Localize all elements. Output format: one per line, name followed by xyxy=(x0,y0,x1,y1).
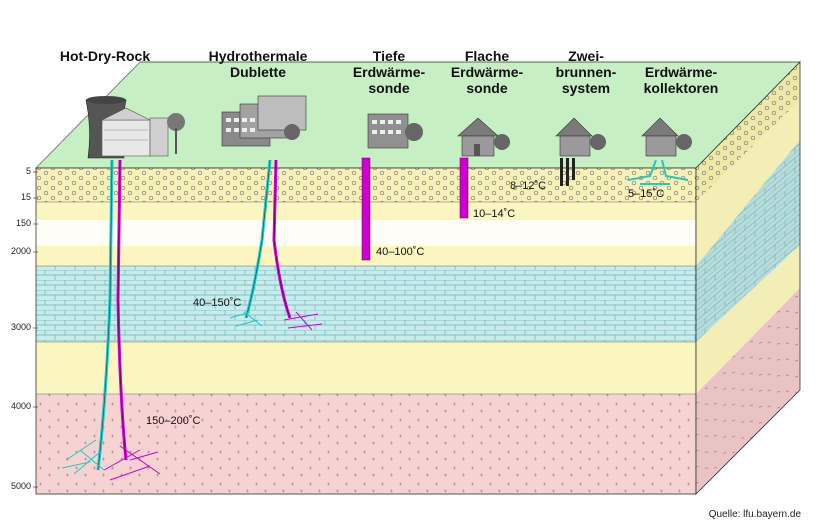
layer-granite xyxy=(36,394,696,494)
depth-label-150: 150 xyxy=(15,218,31,228)
depth-label-4000: 4000 xyxy=(10,401,31,411)
hot-dry-rock-plant xyxy=(61,96,185,481)
temp-flache-sonde: 10–14˚C xyxy=(473,208,516,220)
temp-dublette: 40–150˚C xyxy=(193,297,242,309)
temp-hot-dry-rock: 150–200˚C xyxy=(146,415,201,427)
depth-label-5: 5 xyxy=(25,166,31,176)
source-credit: Quelle: lfu.bayern.de xyxy=(708,509,801,520)
heading-hot-dry-rock: Hot-Dry-Rock xyxy=(59,48,151,64)
shallow-probe-pipe xyxy=(459,157,469,219)
depth-label-2000: 2000 xyxy=(10,246,31,256)
depth-ticks xyxy=(33,171,38,488)
heading-zweibrunnensystem: Zwei- brunnen- system xyxy=(555,48,617,96)
temp-zweibrunnen: 8–12˚C xyxy=(510,180,547,192)
two-well-system xyxy=(555,117,606,186)
depth-label-5000: 5000 xyxy=(10,481,31,491)
side-face xyxy=(695,61,801,495)
temp-tiefe-sonde: 40–100˚C xyxy=(376,246,425,258)
heading-erdwaermekollektoren: Erdwärme- kollektoren xyxy=(643,64,719,96)
layer-limestone xyxy=(36,266,696,342)
heading-tiefe-erdwaermesonde: Tiefe Erdwärme- sonde xyxy=(352,48,426,96)
deep-probe-pipe xyxy=(361,157,371,261)
layer-sand-lower xyxy=(36,342,696,394)
hydrothermal-doublet xyxy=(221,95,323,331)
depth-label-3000: 3000 xyxy=(10,322,31,332)
deep-borehole-heat-exchanger xyxy=(361,113,423,261)
heading-flache-erdwaermesonde: Flache Erdwärme- sonde xyxy=(450,48,524,96)
depth-label-15: 15 xyxy=(20,192,31,202)
ground-heat-collectors xyxy=(627,117,692,185)
heading-hydrothermale-dublette: Hydrothermale Dublette xyxy=(208,48,308,80)
temp-kollektoren: 5–15˚C xyxy=(628,188,665,200)
shallow-borehole-heat-exchanger xyxy=(457,117,510,219)
